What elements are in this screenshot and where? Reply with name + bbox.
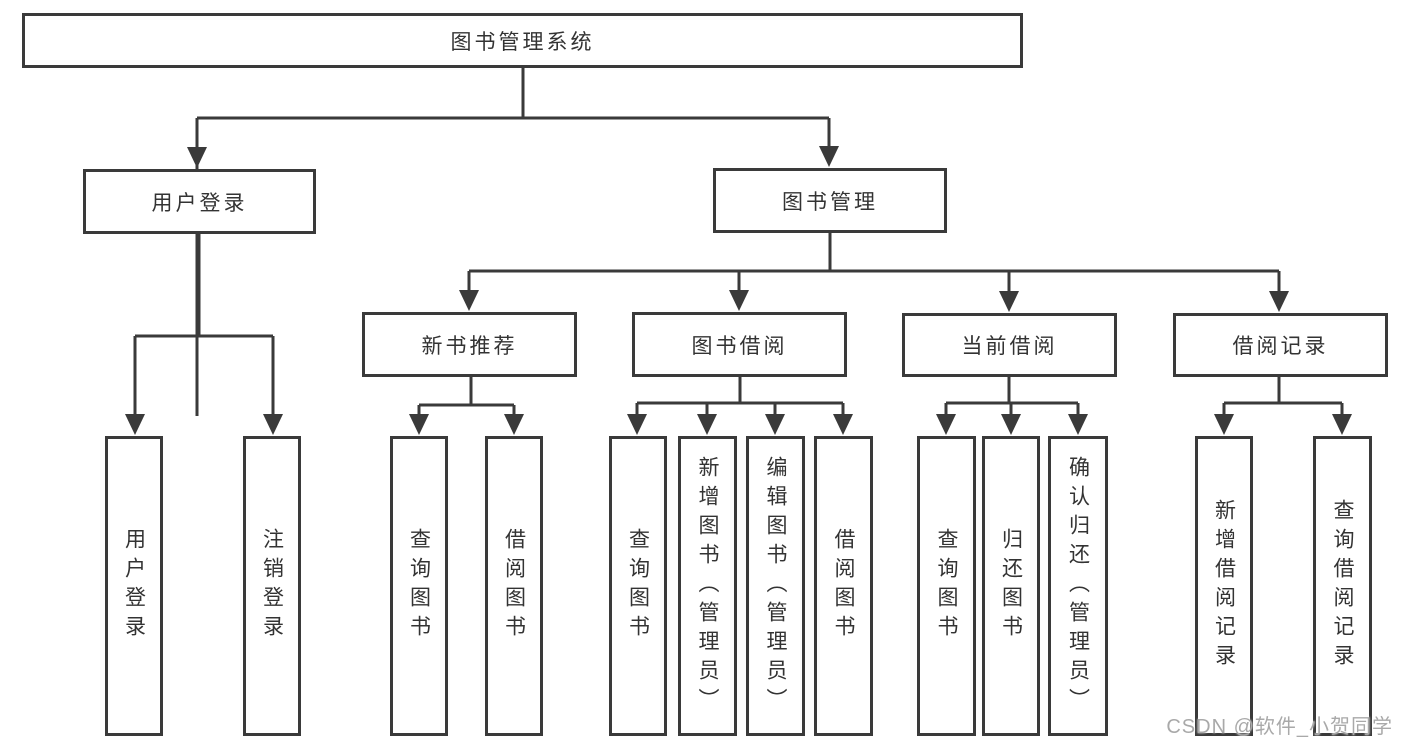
node-label: 查询借阅记录: [1331, 499, 1354, 673]
node-root: 图书管理系统: [22, 13, 1023, 68]
node-label: 归还图书: [999, 528, 1023, 644]
csdn-watermark: CSDN @软件_小贺同学: [1166, 716, 1393, 738]
node-book-management: 图书管理: [713, 168, 947, 233]
node-label: 当前借阅: [961, 335, 1058, 358]
node-book-borrowing: 图书借阅: [632, 312, 847, 377]
node-label: 图书管理: [782, 190, 878, 214]
connector-book-borrowing: [627, 377, 853, 435]
node-label: 新增图书（管理员）: [696, 455, 719, 717]
leaf-query-books-recommend: 查询图书: [390, 436, 448, 736]
node-new-book-recommend: 新书推荐: [362, 312, 577, 377]
connector-root: [187, 68, 839, 416]
node-label: 新书推荐: [421, 334, 518, 358]
node-label: 新增借阅记录: [1212, 499, 1236, 673]
node-label: 编辑图书（管理员）: [764, 455, 787, 717]
node-label: 借阅记录: [1232, 335, 1329, 358]
node-label: 图书管理系统: [450, 30, 595, 54]
leaf-edit-books-admin: 编辑图书（管理员）: [746, 436, 805, 736]
node-label: 查询图书: [626, 528, 650, 644]
leaf-add-borrow-record: 新增借阅记录: [1195, 436, 1253, 736]
node-current-borrowing: 当前借阅: [902, 313, 1117, 377]
node-label: 用户登录: [122, 528, 146, 644]
node-borrowing-records: 借阅记录: [1173, 313, 1388, 377]
leaf-borrow-books-recommend: 借阅图书: [485, 436, 543, 736]
connector-borrowing-records: [1214, 377, 1352, 435]
leaf-borrow-books-borrowing: 借阅图书: [814, 436, 873, 736]
leaf-query-books-borrowing: 查询图书: [609, 436, 667, 736]
leaf-query-borrow-record: 查询借阅记录: [1313, 436, 1372, 736]
leaf-confirm-return-admin: 确认归还（管理员）: [1048, 436, 1108, 736]
connector-current-borrowing: [936, 377, 1088, 435]
leaf-return-books: 归还图书: [982, 436, 1040, 736]
node-label: 借阅图书: [502, 528, 526, 644]
leaf-user-login: 用户登录: [105, 436, 163, 736]
leaf-query-books-current: 查询图书: [917, 436, 976, 736]
node-label: 查询图书: [407, 528, 431, 644]
node-label: 借阅图书: [832, 528, 855, 644]
node-label: 用户登录: [151, 191, 248, 215]
node-label: 注销登录: [260, 528, 284, 644]
leaf-logout: 注销登录: [243, 436, 301, 736]
leaf-add-books-admin: 新增图书（管理员）: [678, 436, 737, 736]
connector-book-management: [459, 233, 1289, 312]
connector-new-book-recommend: [409, 377, 524, 435]
connector-user-login: [125, 234, 283, 435]
node-label: 图书借阅: [691, 334, 788, 358]
node-label: 确认归还（管理员）: [1066, 455, 1090, 717]
node-user-login: 用户登录: [83, 169, 316, 234]
node-label: 查询图书: [935, 528, 958, 644]
